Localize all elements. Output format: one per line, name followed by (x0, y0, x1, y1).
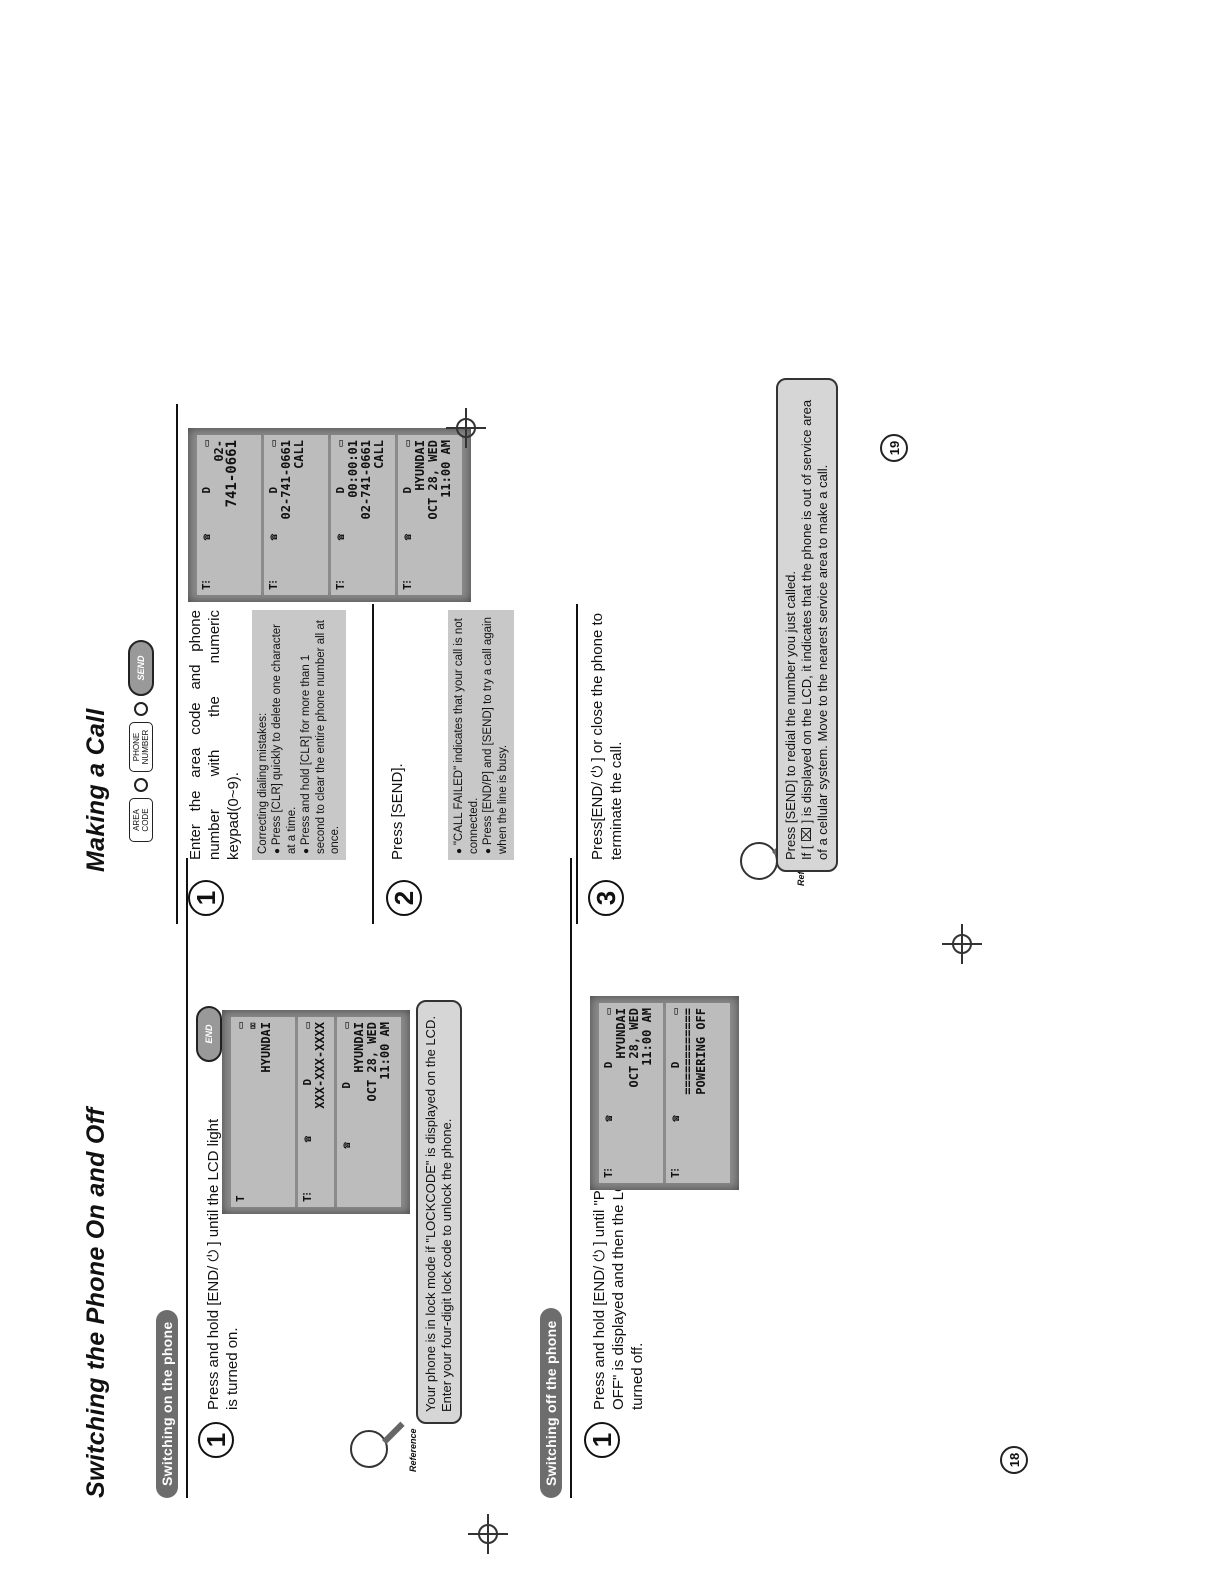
registration-mark-icon (468, 1514, 508, 1554)
registration-mark-icon (942, 924, 982, 964)
rule (570, 858, 572, 1498)
page-number-right: 19 (880, 434, 908, 462)
magnifier-icon (350, 1430, 388, 1468)
key-sequence: AREA CODE PHONE NUMBER SEND (128, 640, 154, 842)
lcd-screen: T⫶☎D▭ HYUNDAI OCT 28, WED 11:00 AM (599, 1003, 663, 1183)
separator-icon (134, 778, 148, 792)
lcd-screen: T⫶☎D▭ 02-741-0661 CALL (264, 435, 328, 595)
lcd-screen: T▭ ⌧ HYUNDAI (231, 1017, 295, 1207)
lcd-screen: T⫶☎D▭ HYUNDAI OCT 28, WED 11:00 AM (398, 435, 462, 595)
separator-icon (134, 702, 148, 716)
lcd-panel-off: T⫶☎D▭ HYUNDAI OCT 28, WED 11:00 AM T⫶☎D▭… (590, 996, 739, 1190)
step-terminate: Press[END/ ⏻ ] or close the phone to ter… (589, 613, 625, 860)
step-number-1: 1 (584, 1422, 620, 1458)
lcd-panel-call: T⫶☎D▭ 02- 741-0661 T⫶☎D▭ 02-741-0661 CAL… (188, 428, 471, 602)
note-call-failed: "CALL FAILED" indicates that your call i… (448, 610, 514, 860)
step-press-send: Press [SEND]. (389, 763, 406, 860)
registration-mark-icon (446, 408, 486, 448)
lcd-panel-on: T▭ ⌧ HYUNDAI T⫶☎D▭ XXX-XXX-XXXX ☎D▭ HYUN… (222, 1010, 410, 1214)
reference-item: If [ ⌧ ] is displayed on the LCD, it ind… (799, 399, 830, 860)
lcd-screen: T⫶☎D▭ XXX-XXX-XXXX (298, 1017, 334, 1207)
step-number-3: 3 (588, 880, 624, 916)
section-chip-on: Switching on the phone (156, 1309, 178, 1498)
step-number-1: 1 (198, 1422, 234, 1458)
lcd-screen: ☎D▭ HYUNDAI OCT 28, WED 11:00 AM (337, 1017, 401, 1207)
phone-number-key: PHONE NUMBER (129, 722, 153, 772)
section-chip-off: Switching off the phone (540, 1308, 562, 1498)
rule (176, 404, 178, 924)
send-button-icon: SEND (128, 640, 154, 696)
rule (186, 858, 188, 1498)
page-title-right: Making a Call (82, 708, 110, 872)
lcd-screen: T⫶☎D▭ 00:00:01 02-741-0661 CALL (331, 435, 395, 595)
reference-box-call: Press [SEND] to redial the number you ju… (776, 378, 838, 872)
page-number-left: 18 (1000, 1446, 1028, 1474)
magnifier-icon (740, 842, 778, 880)
step-number-1: 1 (188, 880, 224, 916)
area-code-key: AREA CODE (129, 798, 153, 842)
reference-box-on: Your phone is in lock mode if "LOCKCODE"… (416, 1000, 462, 1424)
end-button-icon: END (196, 1006, 222, 1062)
step-number-2: 2 (386, 880, 422, 916)
note-correcting: Correcting dialing mistakes: Press [CLR]… (252, 610, 346, 860)
reference-label-left: Reference (408, 1428, 418, 1472)
lcd-screen: T⫶☎D▭ 02- 741-0661 (197, 435, 261, 595)
rule (372, 604, 374, 924)
rule (576, 604, 578, 924)
lcd-screen: T⫶☎D▭ ============ POWERING OFF (666, 1003, 730, 1183)
reference-item: Press [SEND] to redial the number you ju… (783, 570, 798, 860)
page-title-left: Switching the Phone On and Off (82, 1107, 110, 1498)
step-enter-number: Enter the area code and phone number wit… (187, 610, 242, 860)
